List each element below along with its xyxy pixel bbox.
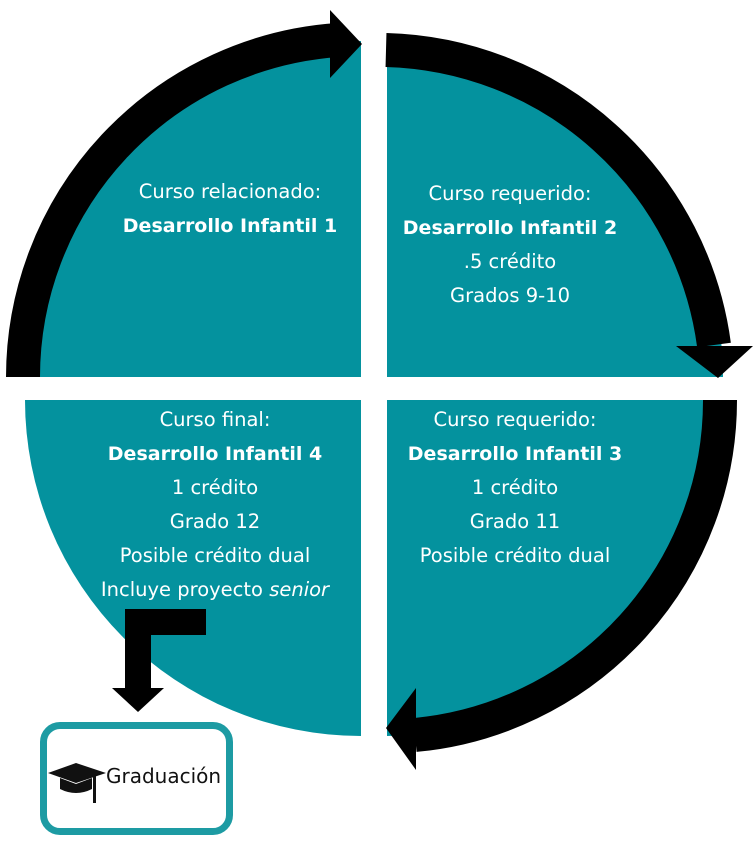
course-label: Curso final: <box>159 408 271 431</box>
cycle-arrow-1 <box>6 10 362 378</box>
graduation-label: Graduación <box>106 764 222 788</box>
graduation-arrow <box>112 609 206 712</box>
course-note: Posible crédito dual <box>119 544 311 567</box>
quadrant-top-left-text: Curso relacionado: Desarrollo Infantil 1 <box>100 175 360 243</box>
course-credit: 1 crédito <box>471 476 559 499</box>
quadrant-bottom-right <box>387 400 723 736</box>
quadrant-bottom-right-text: Curso requerido: Desarrollo Infantil 3 1… <box>390 403 640 573</box>
quadrant-top-right <box>387 41 723 377</box>
course-project: Incluye proyecto senior <box>90 573 340 607</box>
course-title: Desarrollo Infantil 3 <box>407 443 623 465</box>
course-credit: 1 crédito <box>171 476 259 499</box>
course-grade: Grado 11 <box>469 510 561 533</box>
course-label: Curso requerido: <box>428 182 592 205</box>
course-label: Curso requerido: <box>433 408 597 431</box>
course-credit: .5 crédito <box>463 250 557 273</box>
quadrant-top-left <box>25 41 361 377</box>
quadrant-bottom-left-text: Curso final: Desarrollo Infantil 4 1 cré… <box>90 403 340 607</box>
course-label: Curso relacionado: <box>138 180 322 203</box>
quadrant-bottom-left <box>25 400 361 736</box>
course-grade: Grado 12 <box>169 510 261 533</box>
course-title: Desarrollo Infantil 2 <box>402 217 618 239</box>
project-prefix: Incluye proyecto <box>100 578 263 601</box>
project-italic: senior <box>269 578 330 601</box>
course-note: Posible crédito dual <box>419 544 611 567</box>
cycle-arrow-2 <box>385 33 753 378</box>
quadrant-top-right-text: Curso requerido: Desarrollo Infantil 2 .… <box>385 177 635 313</box>
course-title: Desarrollo Infantil 1 <box>122 215 338 237</box>
cycle-arrow-3 <box>386 399 738 770</box>
course-grade: Grados 9-10 <box>450 284 570 307</box>
course-title: Desarrollo Infantil 4 <box>107 443 323 465</box>
graduation-cap-icon <box>48 763 106 803</box>
